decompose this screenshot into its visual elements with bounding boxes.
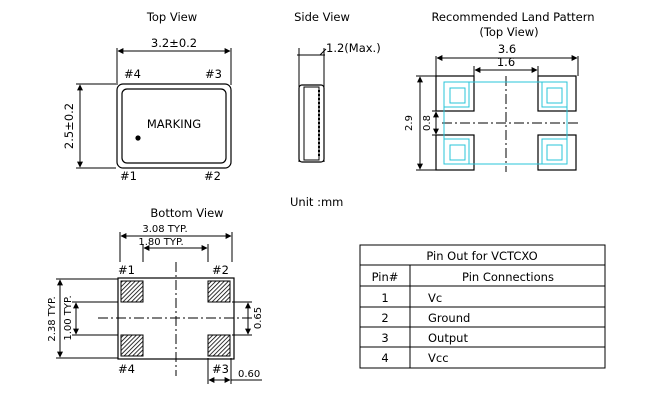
bot-outer-height: 2.38 TYP. xyxy=(47,296,58,341)
bottom-view: Bottom View 3.08 TYP. 1.80 TYP. 2.38 TYP… xyxy=(47,206,264,384)
bot-pin-bl: #4 xyxy=(118,362,135,376)
pin-table-cell-connection: Vc xyxy=(428,291,442,305)
bot-pin-tr: #2 xyxy=(212,263,229,277)
land-outer-width: 3.6 xyxy=(498,42,516,56)
pin-table-cell-pin: 2 xyxy=(381,311,388,325)
land-subtitle: (Top View) xyxy=(479,25,538,39)
marking-text: MARKING xyxy=(147,117,201,131)
side-view: Side View 1.2(Max.) xyxy=(294,10,381,163)
top-height-dim: 2.5±0.2 xyxy=(62,103,76,149)
pin-table-cell-pin: 4 xyxy=(381,351,388,365)
pin-table-cell-connection: Ground xyxy=(428,311,470,325)
top-width-dim: 3.2±0.2 xyxy=(151,36,197,50)
top-package-lid xyxy=(121,88,227,164)
land-pad-tr xyxy=(537,75,577,112)
top-view: Top View 3.2±0.2 2.5±0.2 MARKING #4 #3 #… xyxy=(62,10,232,183)
bot-pad-height: 0.65 xyxy=(253,307,264,329)
bot-pad-4 xyxy=(120,334,144,357)
side-dim-tick xyxy=(319,48,327,56)
pin-table-header-pin: Pin# xyxy=(372,270,399,284)
pin-table-cell-pin: 3 xyxy=(381,331,388,345)
bottom-view-title: Bottom View xyxy=(150,206,223,220)
top-pin-br: #2 xyxy=(204,169,221,183)
land-pad-bl xyxy=(435,134,475,171)
pin-table-header-connection: Pin Connections xyxy=(462,270,554,284)
pin-table-cell-pin: 1 xyxy=(381,291,388,305)
side-view-title: Side View xyxy=(294,10,350,24)
unit-label: Unit :mm xyxy=(290,195,343,209)
land-package-outline xyxy=(443,81,568,165)
bot-pin-br: #3 xyxy=(212,362,229,376)
bot-outer-width: 3.08 TYP. xyxy=(142,224,187,235)
land-inner-height: 0.8 xyxy=(422,115,433,131)
bot-pad-3 xyxy=(207,334,231,357)
bot-inner-width: 1.80 TYP. xyxy=(138,237,183,248)
top-view-title: Top View xyxy=(146,10,197,24)
bot-pin-tl: #1 xyxy=(118,263,135,277)
land-outer-height: 2.9 xyxy=(404,115,415,131)
top-pin-tl: #4 xyxy=(124,67,141,81)
pin-table: Pin Out for VCTCXO Pin# Pin Connections … xyxy=(359,244,606,369)
bot-pad-2 xyxy=(207,280,231,303)
pin-table-cell-connection: Vcc xyxy=(428,351,449,365)
bot-inner-height: 1.00 TYP. xyxy=(63,295,74,340)
land-inner-width: 1.6 xyxy=(497,55,515,69)
side-package-outline xyxy=(298,84,325,163)
top-pin-tr: #3 xyxy=(205,67,222,81)
land-pad-tl xyxy=(435,75,475,112)
land-pattern: Recommended Land Pattern (Top View) 3.6 … xyxy=(404,10,595,172)
pin-table-title: Pin Out for VCTCXO xyxy=(426,249,537,263)
land-title: Recommended Land Pattern xyxy=(431,10,594,24)
bot-pad-width: 0.60 xyxy=(238,369,260,380)
bot-pad-1 xyxy=(120,280,144,303)
pin1-dot xyxy=(135,135,141,141)
land-pad-br xyxy=(537,134,577,171)
side-height-dim: 1.2(Max.) xyxy=(326,41,381,55)
pin-table-cell-connection: Output xyxy=(428,331,468,345)
top-pin-bl: #1 xyxy=(120,169,137,183)
